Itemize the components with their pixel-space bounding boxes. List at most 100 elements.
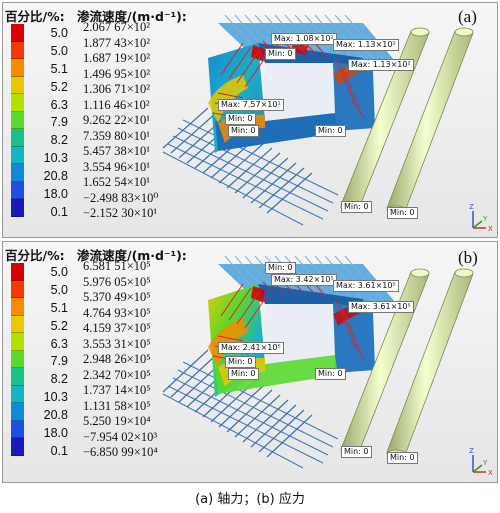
- flow-value: 2.342 70×10⁵: [83, 367, 151, 382]
- min-label: Min: 0: [265, 262, 296, 274]
- percent-value: 5.0: [50, 282, 68, 297]
- color-swatch: [11, 41, 24, 59]
- percent-title: 百分比/%:: [5, 248, 65, 263]
- percent-value: 5.2: [50, 318, 68, 333]
- color-swatch: [11, 438, 24, 456]
- flow-value: −6.850 99×10⁴: [83, 445, 158, 459]
- flow-title: 渗流速度/(m·d⁻¹):: [77, 9, 187, 24]
- color-swatch: [11, 298, 24, 316]
- flow-value: 1.496 95×10²: [83, 66, 151, 81]
- percent-value: 18.0: [43, 187, 68, 202]
- percent-value: 10.3: [43, 151, 68, 166]
- percent-value: 8.2: [50, 372, 68, 387]
- flow-value: 1.306 71×10²: [83, 82, 151, 96]
- flow-value: 1.131 58×10⁵: [83, 398, 151, 413]
- flow-value: 7.359 80×10¹: [83, 128, 151, 143]
- color-swatch: [11, 199, 24, 217]
- frame-hole-b: [265, 304, 335, 364]
- min-label: Min: 0: [387, 452, 418, 464]
- frame-hole-a: [265, 63, 335, 121]
- color-swatch: [11, 368, 24, 386]
- color-swatch: [11, 280, 24, 298]
- percent-list: 5.0 5.0 5.1 5.2 6.3 7.9 8.2 10.3 20.8 18…: [30, 25, 72, 222]
- flow-value: 2.948 26×10⁵: [83, 352, 151, 366]
- panel-b: 百分比/%: 渗流速度/(m·d⁻¹): 5.0 5.0 5.1 5.2 6.3…: [2, 241, 498, 483]
- max-label: Max: 1.13×10²: [348, 59, 414, 71]
- percent-value: 8.2: [50, 133, 68, 148]
- percent-value: 20.8: [43, 408, 68, 423]
- percent-value: 5.0: [50, 26, 68, 40]
- color-swatch: [11, 263, 24, 281]
- percent-list: 5.0 5.0 5.1 5.2 6.3 7.9 8.2 10.3 20.8 18…: [30, 264, 72, 461]
- percent-title: 百分比/%:: [5, 9, 65, 24]
- panel-a: 百分比/%: 渗流速度/(m·d⁻¹): 5.0 5.0 5.1 5.2 6.3…: [2, 2, 498, 238]
- color-swatch: [11, 350, 24, 368]
- percent-value: 5.1: [50, 61, 68, 76]
- color-swatch: [11, 146, 24, 164]
- color-swatch: [11, 76, 24, 94]
- color-bar: [11, 263, 24, 459]
- percent-value: 5.0: [50, 265, 68, 279]
- flow-value: 2.067 67×10²: [83, 20, 151, 34]
- axis-z-label: Z: [469, 203, 474, 211]
- figure-caption: (a) 轴力；(b) 应力: [195, 492, 305, 507]
- axis-triad-b: [472, 455, 486, 473]
- min-label: Min: 0: [228, 125, 259, 137]
- value-list: 2.067 67×10² 1.877 43×10² 1.687 19×10² 1…: [83, 20, 233, 222]
- min-label: Min: 0: [341, 201, 372, 213]
- axis-x-label: X: [488, 469, 493, 477]
- flow-value: 9.262 22×10¹: [83, 113, 151, 127]
- percent-value: 5.0: [50, 43, 68, 58]
- max-label: Max: 3.61×10⁵: [333, 280, 399, 292]
- min-label: Min: 0: [228, 368, 259, 380]
- percent-value: 6.3: [50, 336, 68, 351]
- min-label: Min: 0: [341, 446, 372, 458]
- percent-value: 7.9: [50, 115, 68, 130]
- color-swatch: [11, 333, 24, 351]
- flow-value: 4.764 93×10⁵: [83, 305, 151, 320]
- axis-triad-a: [472, 211, 486, 229]
- soil-ribs-a: [162, 107, 313, 214]
- max-label: Max: 3.42×10⁵: [271, 274, 337, 286]
- percent-value: 0.1: [50, 443, 68, 458]
- flow-value: 6.581 51×10⁵: [83, 259, 151, 273]
- color-swatch: [11, 315, 24, 333]
- percent-value: 6.3: [50, 97, 68, 112]
- percent-value: 7.9: [50, 354, 68, 369]
- max-label: Max: 1.13×10²: [333, 39, 399, 51]
- flow-value: 5.976 05×10⁵: [83, 274, 151, 289]
- axis-z-label: Z: [469, 447, 474, 455]
- percent-value: 20.8: [43, 169, 68, 184]
- flow-value: 5.250 19×10⁴: [83, 414, 151, 428]
- color-swatch: [11, 94, 24, 112]
- panel-tag: (b): [458, 248, 478, 267]
- pipe-right-a: [386, 27, 474, 215]
- color-swatch: [11, 420, 24, 438]
- min-label: Min: 0: [387, 207, 418, 219]
- flow-value: 5.370 49×10⁵: [83, 290, 151, 304]
- min-label: Min: 0: [315, 368, 346, 380]
- color-swatch: [11, 181, 24, 199]
- flow-value: −2.152 30×10¹: [83, 206, 158, 220]
- model-view-a: [162, 14, 486, 229]
- flow-value: 1.877 43×10²: [83, 35, 151, 50]
- max-label: Max: 7.57×10¹: [218, 99, 284, 111]
- percent-value: 18.0: [43, 426, 68, 441]
- color-swatch: [11, 385, 24, 403]
- flow-value: −7.954 02×10³: [83, 429, 158, 444]
- flow-value: 3.554 96×10¹: [83, 159, 151, 174]
- color-swatch: [11, 129, 24, 147]
- flow-value: −2.498 83×10⁰: [83, 190, 159, 205]
- percent-value: 10.3: [43, 390, 68, 405]
- value-list: 6.581 51×10⁵ 5.976 05×10⁵ 5.370 49×10⁵ 4…: [83, 259, 233, 461]
- color-swatch: [11, 111, 24, 129]
- min-label: Min: 0: [225, 113, 256, 125]
- color-swatch: [11, 24, 24, 42]
- flow-value: 3.553 31×10⁵: [83, 336, 151, 351]
- max-label: Max: 3.61×10⁵: [348, 301, 414, 313]
- flow-value: 1.652 54×10¹: [83, 175, 151, 189]
- pipe-right-b: [386, 268, 474, 459]
- color-swatch: [11, 403, 24, 421]
- flow-value: 1.687 19×10²: [83, 51, 151, 65]
- flow-title: 渗流速度/(m·d⁻¹):: [77, 248, 187, 263]
